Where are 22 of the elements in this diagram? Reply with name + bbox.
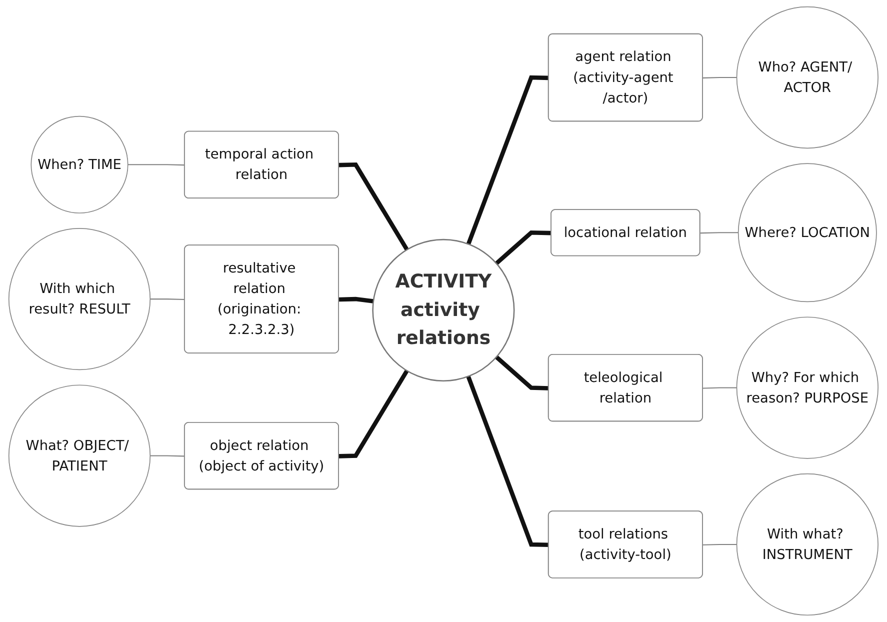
connector: [338, 296, 374, 304]
connector: [466, 75, 549, 245]
node-circle: Where? LOCATION: [738, 163, 877, 302]
connector: [338, 370, 409, 458]
node-circle: ACTIVITY activity relations: [372, 238, 515, 382]
connector: [700, 232, 738, 234]
connector: [702, 544, 737, 546]
node-circle: Who? AGENT/ ACTOR: [736, 6, 879, 149]
connector: [702, 76, 737, 78]
connector: [702, 387, 737, 389]
node-circle: When? TIME: [30, 116, 128, 214]
connector: [150, 298, 185, 300]
connector: [495, 230, 552, 266]
connector: [466, 376, 549, 548]
node-circle: What? OBJECT/ PATIENT: [8, 384, 151, 527]
connector: [128, 164, 185, 166]
node-circle: With which result? RESULT: [8, 228, 151, 370]
connector: [150, 455, 185, 457]
connector: [338, 162, 409, 251]
node-circle: With what? INSTRUMENT: [736, 473, 879, 616]
connector: [495, 355, 549, 390]
node-circle: Why? For which reason? PURPOSE: [736, 316, 879, 459]
